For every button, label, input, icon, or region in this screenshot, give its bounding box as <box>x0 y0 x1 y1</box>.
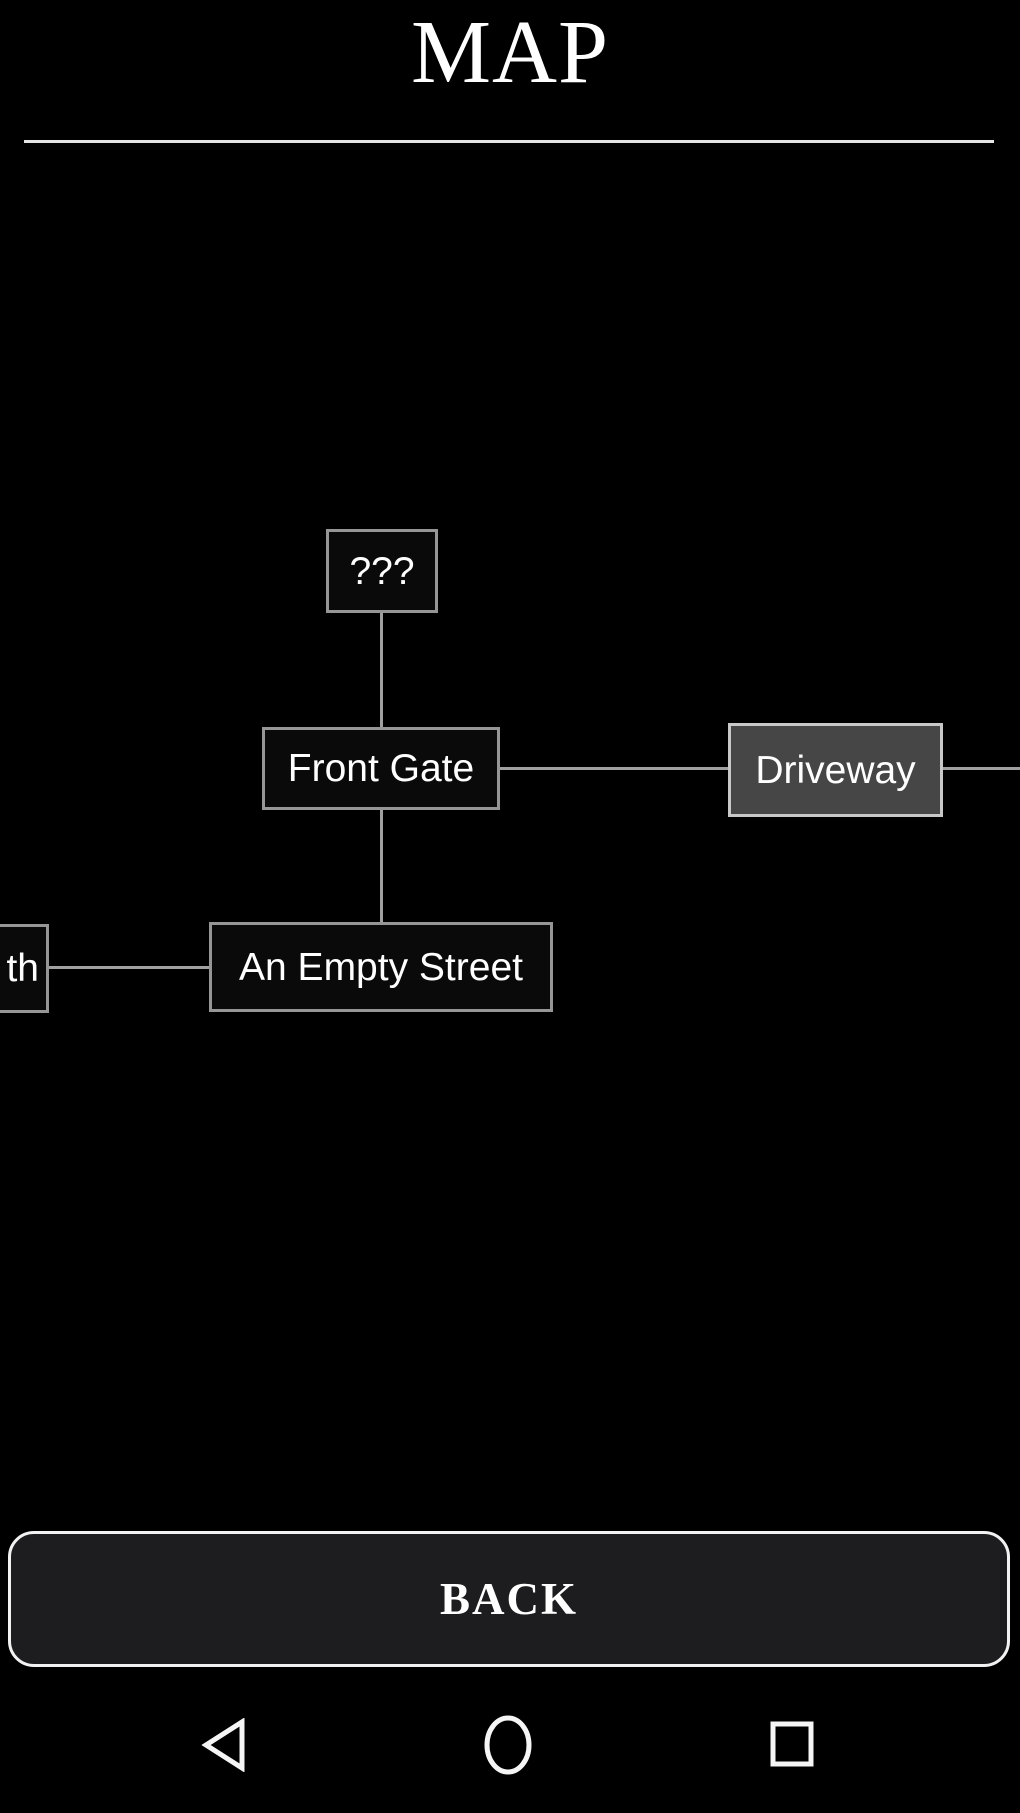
map-edge-front-gate-driveway <box>500 767 728 770</box>
map-edge-driveway-offscreen-right <box>943 767 1020 770</box>
map-node-label: An Empty Street <box>239 945 523 989</box>
page-title: MAP <box>410 3 610 102</box>
title-divider <box>24 140 994 143</box>
map-node-label: Front Gate <box>287 747 475 790</box>
map-node-label: Driveway <box>755 748 916 792</box>
map-node-unknown[interactable]: ??? <box>326 529 438 613</box>
nav-recents-square-icon[interactable] <box>769 1720 815 1768</box>
map-node-offscreen-left[interactable]: th <box>0 924 49 1013</box>
nav-home-circle-icon[interactable] <box>482 1713 534 1777</box>
back-button[interactable]: BACK <box>8 1531 1010 1667</box>
map-node-driveway[interactable]: Driveway <box>728 723 943 817</box>
map-node-front-gate[interactable]: Front Gate <box>262 727 500 810</box>
nav-back-triangle-icon[interactable] <box>200 1718 248 1772</box>
map-node-an-empty-street[interactable]: An Empty Street <box>209 922 553 1012</box>
map-edge-offscreen-left-an-empty-street <box>49 966 209 969</box>
android-nav-bar <box>0 1680 1020 1813</box>
map-node-label: ??? <box>349 549 415 593</box>
map-edge-unknown-front-gate <box>380 613 383 727</box>
map-edge-front-gate-an-empty-street <box>380 810 383 922</box>
map-node-label: th <box>6 947 39 990</box>
